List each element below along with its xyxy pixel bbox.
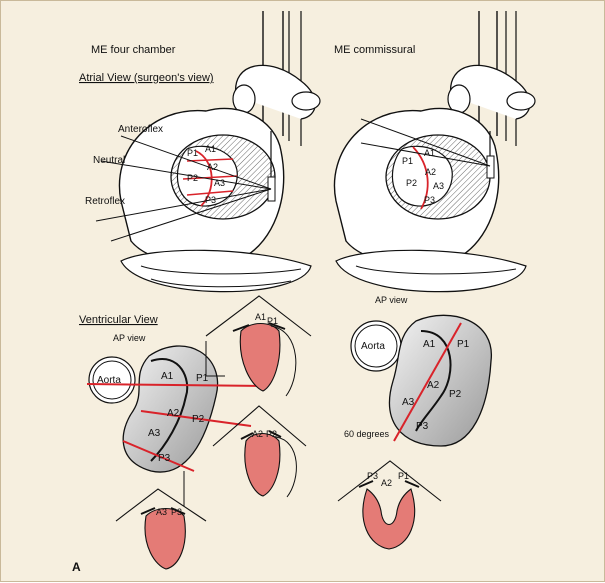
br-inset-left: P3 xyxy=(367,471,378,481)
plane-anteroflex: Anteroflex xyxy=(118,124,163,135)
br-plane-line xyxy=(393,322,462,442)
bl-seg-a2: A2 xyxy=(167,408,180,419)
bl-ap-view: AP view xyxy=(113,333,146,343)
panel-letter: A xyxy=(72,560,81,574)
bl-inset-1 xyxy=(205,295,312,397)
top-right-heart-illustration xyxy=(333,11,536,293)
bl-inset2-left: A2 xyxy=(252,429,263,439)
tr-seg-a2: A2 xyxy=(425,167,436,177)
br-seg-a3: A3 xyxy=(402,397,415,408)
top-left-title: ME four chamber xyxy=(91,44,176,56)
br-ap-view: AP view xyxy=(375,295,408,305)
bl-seg-a3: A3 xyxy=(148,428,161,439)
bl-inset-3 xyxy=(115,471,207,570)
br-seg-p1: P1 xyxy=(457,339,470,350)
tr-seg-p2: P2 xyxy=(406,178,417,188)
bl-aorta-ring xyxy=(88,356,136,404)
bl-plane-line-3 xyxy=(122,440,195,472)
tl-seg-p2: P2 xyxy=(187,173,198,183)
br-angle-label: 60 degrees xyxy=(344,429,390,439)
plane-neutral: Neutral xyxy=(93,155,125,166)
br-inset-right: P1 xyxy=(398,471,409,481)
br-aorta-label: Aorta xyxy=(361,341,385,352)
bl-valve-shape xyxy=(122,345,219,473)
bl-seg-p1: P1 xyxy=(196,373,209,384)
br-seg-p2: P2 xyxy=(449,389,462,400)
top-right-title: ME commissural xyxy=(334,44,415,56)
bl-inset3-right: P3 xyxy=(171,507,182,517)
tr-seg-a3: A3 xyxy=(433,181,444,191)
br-aorta-ring xyxy=(350,320,402,372)
bl-inset1-left: A1 xyxy=(255,312,266,322)
atrial-view-heading: Atrial View (surgeon's view) xyxy=(79,72,214,84)
bl-inset3-left: A3 xyxy=(156,507,167,517)
br-seg-p3: P3 xyxy=(416,421,429,432)
bl-plane-line-1 xyxy=(86,383,262,387)
ventricular-view-heading: Ventricular View xyxy=(79,314,158,326)
tl-seg-p1: P1 xyxy=(187,148,198,158)
tr-seg-p3: P3 xyxy=(424,195,435,205)
top-left-heart-illustration xyxy=(95,11,321,293)
br-inset xyxy=(337,460,442,550)
tl-seg-a3: A3 xyxy=(214,178,225,188)
tl-seg-p3: P3 xyxy=(205,195,216,205)
bl-seg-a1: A1 xyxy=(161,371,174,382)
bl-inset2-right: P2 xyxy=(266,429,277,439)
bl-seg-p2: P2 xyxy=(192,414,205,425)
tl-seg-a1: A1 xyxy=(205,144,216,154)
br-seg-a2: A2 xyxy=(427,380,440,391)
bl-seg-p3: P3 xyxy=(158,453,171,464)
bl-inset1-right: P1 xyxy=(267,316,278,326)
bl-plane-line-2 xyxy=(140,410,252,427)
br-valve-shape xyxy=(388,314,492,447)
tl-seg-a2: A2 xyxy=(207,162,218,172)
br-inset-middle: A2 xyxy=(381,478,392,488)
bl-inset-2 xyxy=(212,405,307,498)
tr-seg-a1: A1 xyxy=(424,148,435,158)
plane-retroflex: Retroflex xyxy=(85,196,125,207)
tr-seg-p1: P1 xyxy=(402,156,413,166)
br-seg-a1: A1 xyxy=(423,339,436,350)
bl-aorta-label: Aorta xyxy=(97,375,121,386)
